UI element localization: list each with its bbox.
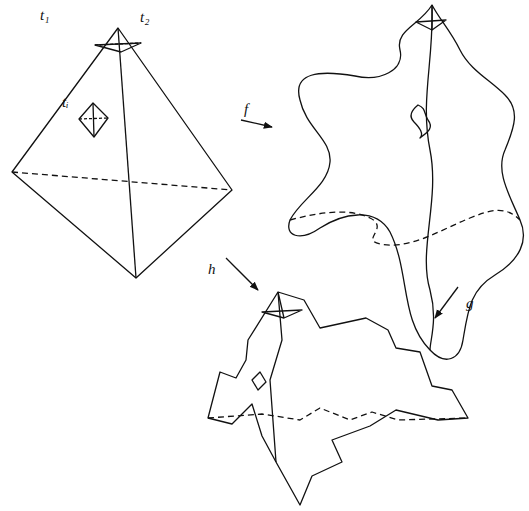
tetrahedron [12, 28, 232, 278]
arrow-f [241, 120, 272, 127]
map-label: h [208, 262, 216, 277]
arrow-h [226, 258, 258, 290]
cell-label: tᵢ [62, 95, 69, 110]
arrow-g [435, 287, 458, 318]
curved-image [289, 5, 524, 359]
vertex-label: t₁ [40, 8, 49, 23]
polyhedral-image [208, 292, 468, 505]
vertex-label: t₂ [140, 10, 149, 25]
map-label: g [466, 296, 474, 311]
map-label: f [244, 102, 248, 117]
